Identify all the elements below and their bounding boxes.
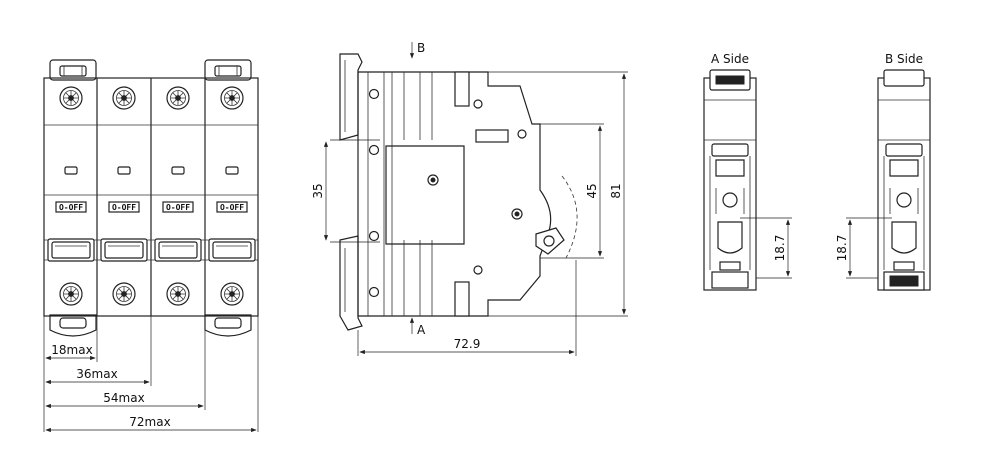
dim-18max: 18max — [51, 343, 92, 357]
switch-label-text: O-OFF — [112, 203, 136, 212]
dim-35: 35 — [311, 183, 325, 198]
dim-81: 81 — [609, 183, 623, 198]
toggle-lever — [100, 238, 148, 262]
a-side-view: A Side 18.7 — [703, 52, 792, 291]
terminal-screw-icon — [220, 282, 244, 306]
dim-45: 45 — [585, 183, 599, 198]
a-side-dim-18-7: 18.7 — [773, 235, 787, 262]
front-view: O-OFF O-OFF O-OFF O-OFF — [43, 59, 259, 433]
bottom-clip-right — [204, 314, 252, 337]
side-dimensions: 35 45 81 72.9 B A — [311, 41, 628, 356]
dim-72max: 72max — [129, 415, 170, 429]
top-clip-left — [49, 59, 97, 81]
switch-label-1: O-OFF — [55, 201, 87, 213]
b-side-view: B Side 18.7 — [835, 52, 931, 291]
terminal-screw-icon — [59, 282, 83, 306]
switch-label-2: O-OFF — [108, 201, 140, 213]
toggle-lever — [47, 238, 95, 262]
terminal-screw-icon — [220, 86, 244, 110]
terminal-screw-icon — [112, 282, 136, 306]
switch-label-text: O-OFF — [59, 203, 83, 212]
terminal-screw-icon — [166, 86, 190, 110]
top-clip-right — [204, 59, 252, 81]
dim-72-9: 72.9 — [454, 337, 481, 351]
dim-36max: 36max — [76, 367, 117, 381]
toggle-lever — [154, 238, 202, 262]
dim-54max: 54max — [103, 391, 144, 405]
side-view: 35 45 81 72.9 B A — [311, 41, 628, 356]
terminal-screw-icon — [166, 282, 190, 306]
din-clip-top — [339, 53, 363, 141]
terminal-screw-icon — [59, 86, 83, 110]
side-body-outline — [357, 71, 552, 317]
side-lever — [535, 227, 565, 255]
toggle-lever — [208, 238, 256, 262]
switch-label-text: O-OFF — [166, 203, 190, 212]
switch-label-text: O-OFF — [220, 203, 244, 212]
b-side-dim-18-7: 18.7 — [835, 235, 849, 262]
view-label-b: B — [417, 41, 425, 55]
bottom-clip-left — [49, 314, 97, 337]
front-dimensions: 18max 36max 54max 72max — [43, 316, 259, 433]
terminal-screw-icon — [112, 86, 136, 110]
b-side-title: B Side — [885, 52, 923, 66]
view-label-a: A — [417, 323, 426, 337]
a-side-title: A Side — [711, 52, 749, 66]
switch-label-3: O-OFF — [162, 201, 194, 213]
switch-label-4: O-OFF — [216, 201, 248, 213]
